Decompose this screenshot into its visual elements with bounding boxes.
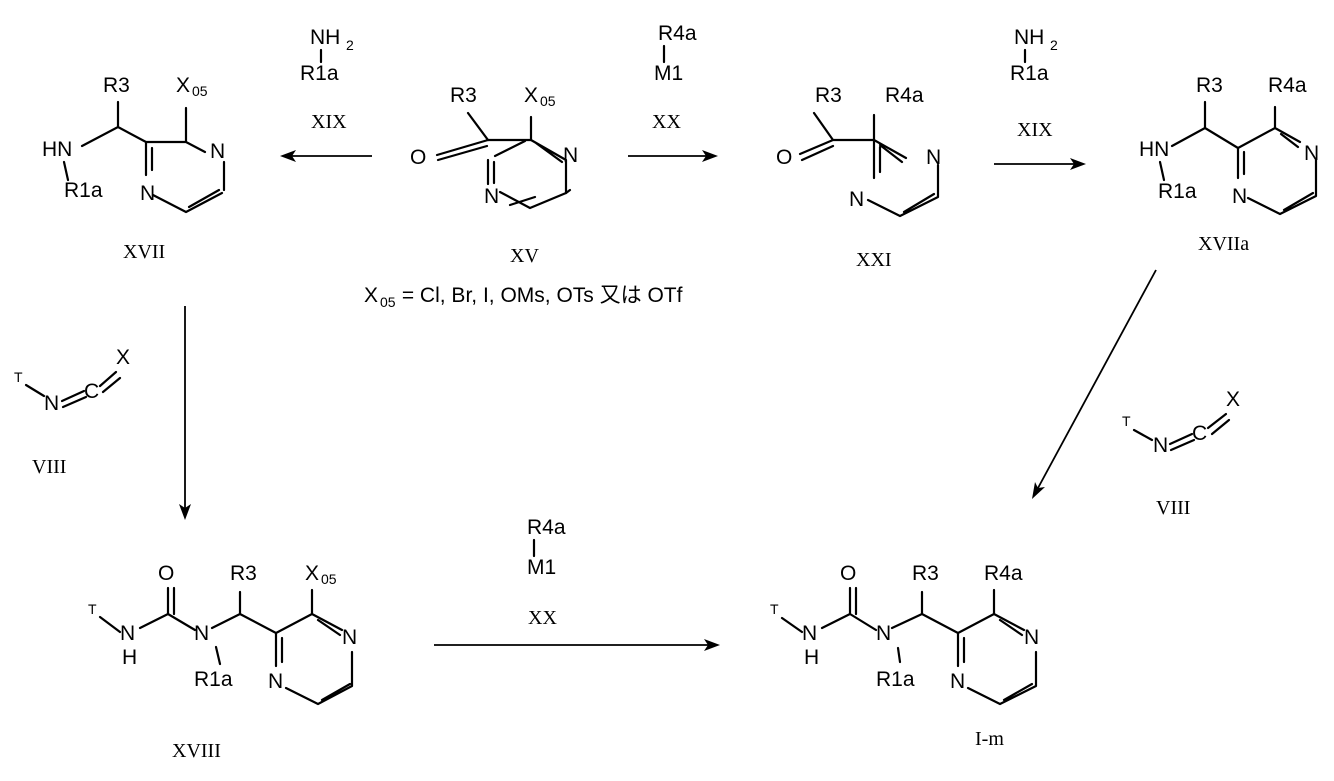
amine-right-code: XIX (1017, 119, 1053, 141)
xviii-r1a-label: R1a (194, 668, 233, 691)
xv-n-top-label: N (563, 144, 578, 167)
arrow-xv-to-xvii (280, 150, 372, 162)
organometal-top-code: XX (652, 111, 681, 133)
isocyanate-left-c-label: C (84, 380, 99, 403)
amine-right-subscript: 2 (1050, 37, 1058, 53)
organometal-bottom-m1-label: M1 (527, 556, 556, 579)
isocyanate-left-code: VIII (32, 456, 66, 478)
compound-xviia: R3 R4a HN R1a N N (1139, 74, 1319, 214)
xviia-r4a-label: R4a (1268, 74, 1307, 97)
arrow-xviia-to-i-m (1032, 270, 1156, 499)
label-xvii: XVII (123, 241, 165, 263)
xvii-x-subscript: 05 (192, 83, 208, 99)
amine-right-nh-label: NH (1014, 26, 1044, 49)
footnote-subscript: 05 (380, 294, 396, 310)
isocyanate-left-x-label: X (116, 346, 130, 369)
im-r3-label: R3 (912, 562, 939, 585)
xv-n-bottom-label: N (484, 185, 499, 208)
xviii-h-label: H (122, 646, 137, 669)
xviii-n-bottom-label: N (268, 670, 283, 693)
xviia-n-bottom-label: N (1232, 185, 1247, 208)
xviia-r3-label: R3 (1196, 74, 1223, 97)
compound-i-m: O R3 R4a T N H N R1a N N (770, 562, 1039, 704)
compound-xvii: R3 X 05 HN R1a N N (42, 74, 225, 212)
amine-left-r1a-label: R1a (300, 62, 339, 85)
reagent-amine-right: NH 2 R1a XIX (1010, 26, 1058, 141)
xxi-r3-label: R3 (815, 84, 842, 107)
reagent-organometal-top: R4a M1 XX (652, 22, 697, 133)
amine-left-code: XIX (311, 111, 347, 133)
amine-right-r1a-label: R1a (1010, 62, 1049, 85)
im-h-label: H (804, 646, 819, 669)
compound-xv: O R3 X 05 N N (410, 84, 578, 208)
im-oxygen-label: O (840, 562, 856, 585)
im-n-center-label: N (876, 622, 891, 645)
footnote-x: X (364, 284, 378, 307)
reagent-isocyanate-left: T N C X VIII (14, 346, 130, 478)
xviii-n-left-label: N (120, 622, 135, 645)
xxi-n-top-label: N (926, 146, 941, 169)
xv-x-subscript: 05 (540, 93, 556, 109)
xvii-n-top-label: N (210, 140, 225, 163)
im-n-bottom-label: N (950, 670, 965, 693)
isocyanate-left-n-label: N (44, 392, 59, 415)
im-t-label: T (770, 601, 779, 617)
xvii-r1a-label: R1a (64, 179, 103, 202)
label-xviia: XVIIa (1198, 233, 1249, 255)
im-r1a-label: R1a (876, 668, 915, 691)
organometal-bottom-r4a-label: R4a (527, 516, 566, 539)
xviii-n-top-label: N (342, 626, 357, 649)
isocyanate-left-t-label: T (14, 369, 23, 385)
im-n-top-label: N (1024, 626, 1039, 649)
xvii-n-bottom-label: N (140, 182, 155, 205)
xviia-n-top-label: N (1304, 142, 1319, 165)
isocyanate-right-t-label: T (1122, 413, 1131, 429)
xv-x-label: X (524, 84, 538, 107)
organometal-top-m1-label: M1 (654, 62, 683, 85)
organometal-top-r4a-label: R4a (658, 22, 697, 45)
compound-xxi: O R3 R4a N N (776, 84, 941, 216)
xxi-oxygen-label: O (776, 146, 792, 169)
xviii-n-center-label: N (194, 622, 209, 645)
xviia-hn-label: HN (1139, 138, 1169, 161)
amine-left-nh-label: NH (310, 26, 340, 49)
label-xv: XV (510, 245, 539, 267)
isocyanate-right-x-label: X (1226, 388, 1240, 411)
xvii-r3-label: R3 (103, 74, 130, 97)
xvii-x-label: X (176, 74, 190, 97)
reagent-organometal-bottom: R4a M1 XX (527, 516, 566, 629)
xv-r3-label: R3 (450, 84, 477, 107)
im-n-left-label: N (802, 622, 817, 645)
xviii-oxygen-label: O (158, 562, 174, 585)
arrow-xv-to-xxi (628, 150, 718, 162)
reagent-amine-left: NH 2 R1a XIX (300, 26, 354, 133)
compound-xviii: O R3 X 05 T N H N R1a N N (88, 562, 357, 704)
label-i-m: I-m (975, 728, 1004, 750)
organometal-bottom-code: XX (528, 607, 557, 629)
xviii-t-label: T (88, 601, 97, 617)
substituent-footnote: X 05 = Cl, Br, I, OMs, OTs 又は OTf (364, 284, 683, 310)
xxi-r4a-label: R4a (885, 84, 924, 107)
label-xviii: XVIII (172, 740, 221, 762)
arrow-xvii-to-xviii (179, 306, 191, 520)
xv-oxygen-label: O (410, 146, 426, 169)
arrow-xviii-to-i-m (434, 639, 720, 651)
isocyanate-right-n-label: N (1153, 434, 1168, 457)
xviia-r1a-label: R1a (1158, 180, 1197, 203)
im-r4a-label: R4a (984, 562, 1023, 585)
isocyanate-right-c-label: C (1192, 422, 1207, 445)
xvii-hn-label: HN (42, 138, 72, 161)
xviii-x-label: X (305, 562, 319, 585)
isocyanate-right-code: VIII (1156, 497, 1190, 519)
amine-left-subscript: 2 (346, 37, 354, 53)
label-xxi: XXI (856, 249, 892, 271)
xviii-r3-label: R3 (230, 562, 257, 585)
footnote-text: = Cl, Br, I, OMs, OTs 又は OTf (396, 284, 683, 307)
xviii-x-subscript: 05 (321, 571, 337, 587)
reagent-isocyanate-right: T N C X VIII (1122, 388, 1240, 519)
xxi-n-bottom-label: N (849, 188, 864, 211)
arrow-xxi-to-xviia (994, 158, 1086, 170)
